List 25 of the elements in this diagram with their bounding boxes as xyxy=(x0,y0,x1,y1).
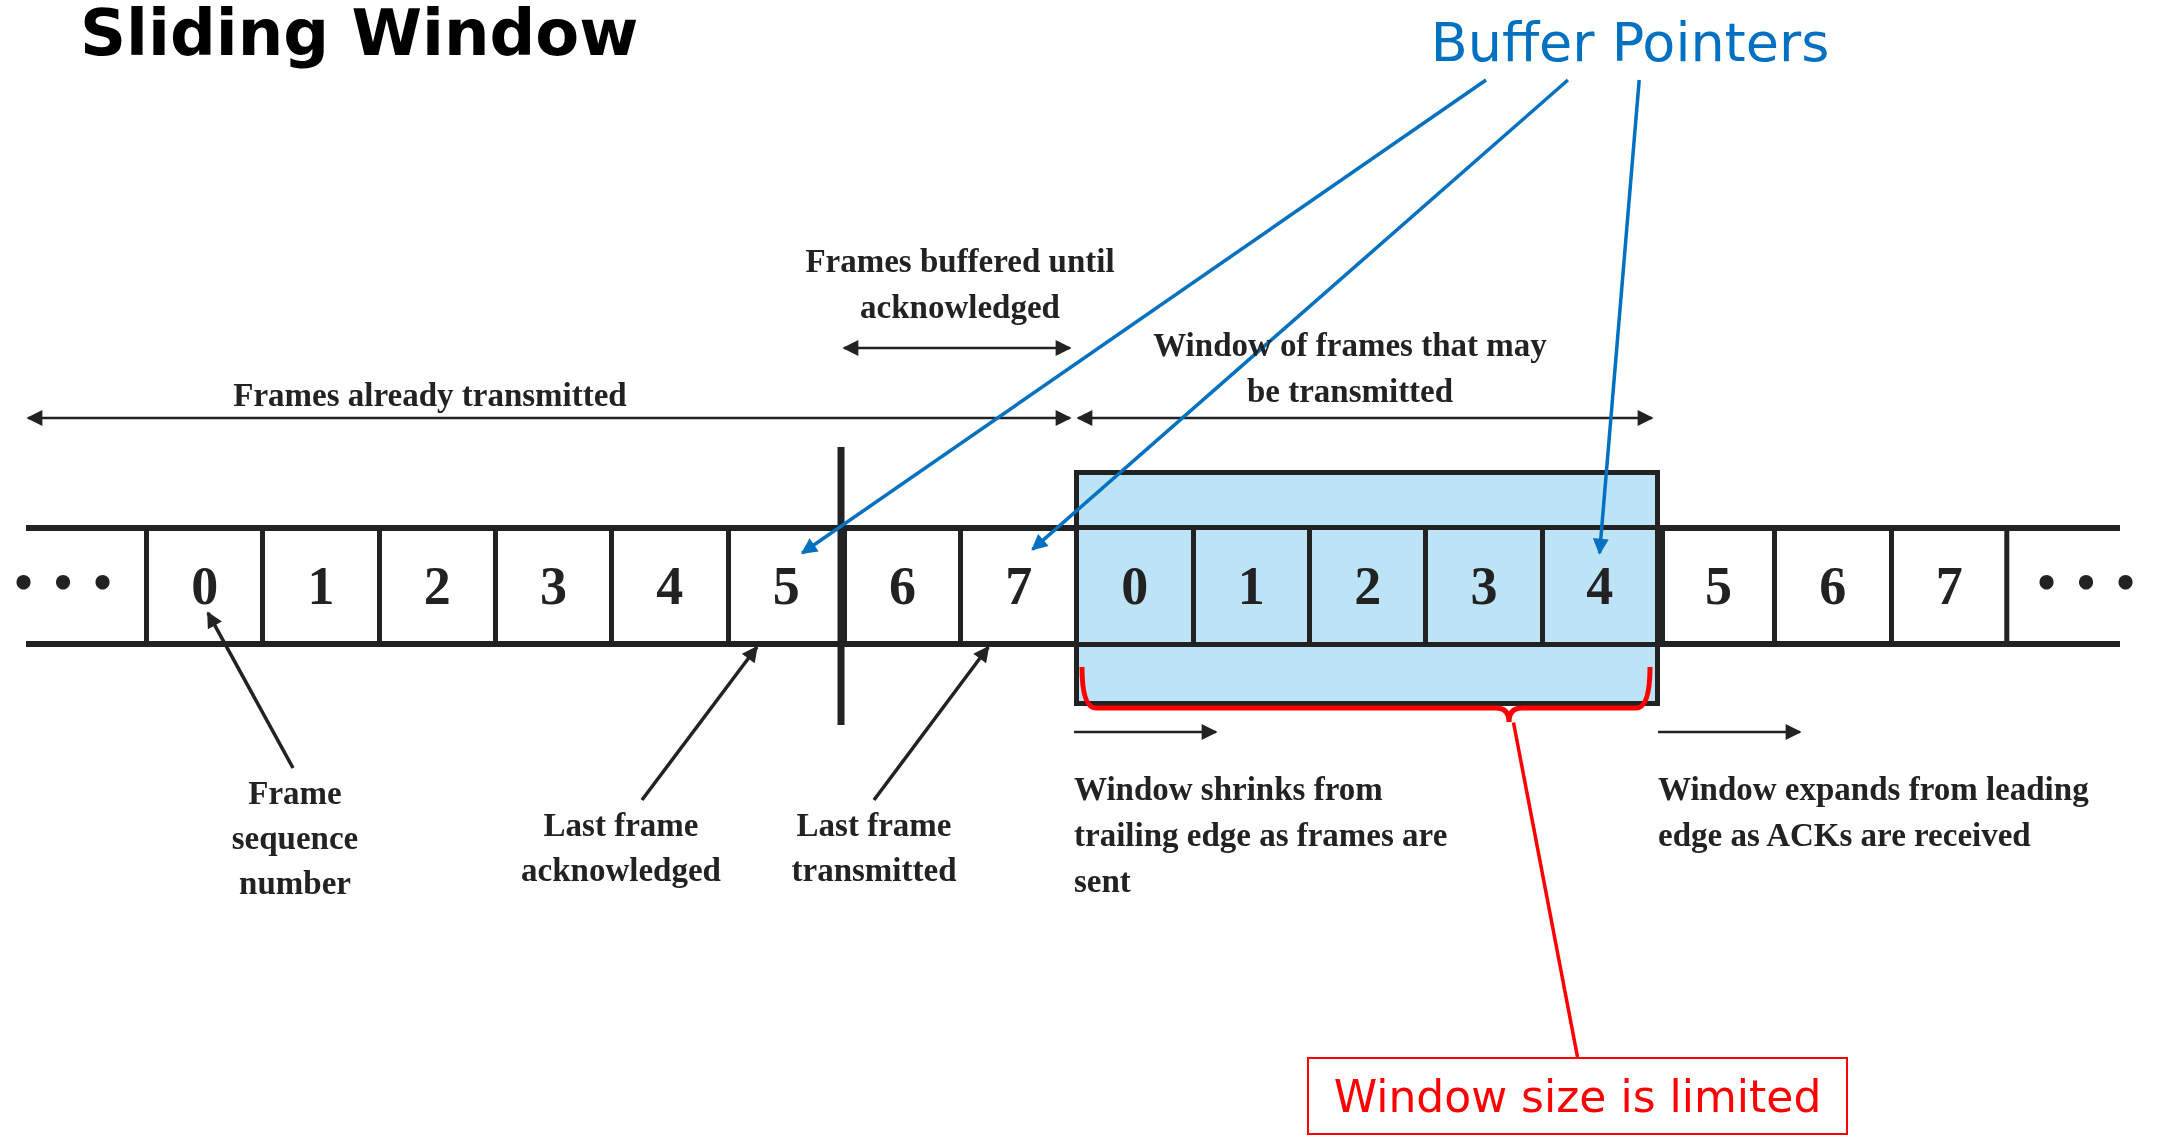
frame-cell: 0 xyxy=(1079,525,1191,647)
ellipsis-text: • • • xyxy=(9,560,117,606)
window-box xyxy=(1074,470,1660,706)
annotation-text: Window expands from leading edge as ACKs are received xyxy=(1658,770,2090,855)
arrow xyxy=(640,645,759,802)
callout-text: Last frame transmitted xyxy=(765,800,983,896)
arrow xyxy=(1592,79,1641,555)
annotation-text: Frames buffered until acknowledged xyxy=(804,242,1116,327)
annotation-text: Frames already transmitted xyxy=(232,376,628,415)
callout-text: Frame sequence number xyxy=(195,768,395,908)
frame-cell: 2 xyxy=(1307,525,1424,647)
arrow xyxy=(800,78,1487,555)
frame-cell: 3 xyxy=(1423,525,1540,647)
annotation-text: Window shrinks from trailing edge as frames are sent xyxy=(1074,770,1449,901)
pointer-label: Buffer Pointers xyxy=(1400,5,1860,80)
note-box: Window size is limited xyxy=(1307,1057,1848,1135)
callout-text: Last frame acknowledged xyxy=(490,800,752,896)
frame-cell: 4 xyxy=(1539,525,1655,647)
frame-cell: 1 xyxy=(1190,525,1307,647)
ellipsis-text: • • • xyxy=(2032,560,2140,606)
arrow xyxy=(872,645,990,802)
arrow xyxy=(206,611,295,769)
leader-line xyxy=(1511,722,1580,1058)
title: Sliding Window xyxy=(80,0,639,70)
arrow xyxy=(1031,78,1570,551)
